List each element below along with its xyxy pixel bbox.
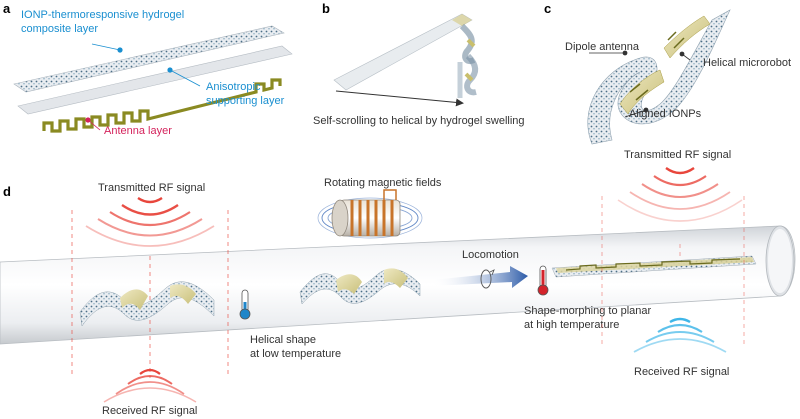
label-shape-morphing-2: at high temperature (524, 319, 619, 331)
panel-d: d (0, 149, 796, 417)
helical-microrobot-closeup (587, 9, 731, 145)
panel-a: a IONP-thermoresponsive hydrogel composi… (3, 1, 293, 137)
panel-a-letter: a (3, 1, 11, 16)
label-helical-microrobot: Helical microrobot (703, 57, 791, 69)
label-received-left: Received RF signal (102, 405, 197, 417)
label-transmitted-left: Transmitted RF signal (98, 182, 205, 194)
received-waves-right (633, 317, 727, 353)
anisotropic-supporting-layer (17, 45, 293, 115)
thermometer-high-icon (537, 265, 549, 296)
helical-robot-middle (299, 268, 421, 305)
label-anisotropic-2: supporting layer (206, 95, 285, 107)
label-transmitted-right: Transmitted RF signal (624, 149, 731, 161)
label-shape-morphing-1: Shape-morphing to planar (524, 305, 652, 317)
helical-robot-left (79, 281, 215, 327)
label-anisotropic-1: Anisotropic (206, 81, 261, 93)
rotating-magnet-coil-icon (317, 189, 423, 239)
label-locomotion: Locomotion (462, 249, 519, 261)
label-self-scrolling: Self-scrolling to helical by hydrogel sw… (313, 115, 525, 127)
scroll-direction-arrow (335, 90, 464, 107)
thermometer-low-icon (239, 289, 251, 320)
received-waves-left (103, 368, 197, 403)
scrolled-helix (457, 23, 478, 98)
panel-c-letter: c (544, 1, 551, 16)
label-antenna-layer: Antenna layer (104, 125, 172, 137)
panel-b-letter: b (322, 1, 330, 16)
planar-robot (551, 255, 757, 278)
label-helical-shape-2: at low temperature (250, 348, 341, 360)
label-hydrogel-composite-2: composite layer (21, 23, 98, 35)
transmitted-waves-right (617, 167, 743, 222)
transmitted-waves-left (85, 196, 215, 247)
locomotion-arrow (432, 266, 528, 289)
label-rotating-magnetic: Rotating magnetic fields (324, 177, 442, 189)
label-hydrogel-composite-1: IONP-thermoresponsive hydrogel (21, 9, 184, 21)
panel-b: b Self-scrolling to helical by hydrogel … (313, 1, 525, 127)
label-dipole-antenna: Dipole antenna (565, 41, 640, 53)
label-received-right: Received RF signal (634, 366, 729, 378)
panel-d-letter: d (3, 184, 11, 199)
label-helical-shape-1: Helical shape (250, 334, 316, 346)
panel-c: c Dipole antenna Helical microrobot Alig… (544, 1, 791, 145)
scrolling-strip (333, 13, 473, 91)
hydrogel-composite-layer (13, 25, 285, 93)
label-aligned-ionps: Aligned IONPs (629, 108, 702, 120)
antenna-layer-pattern (42, 78, 282, 133)
